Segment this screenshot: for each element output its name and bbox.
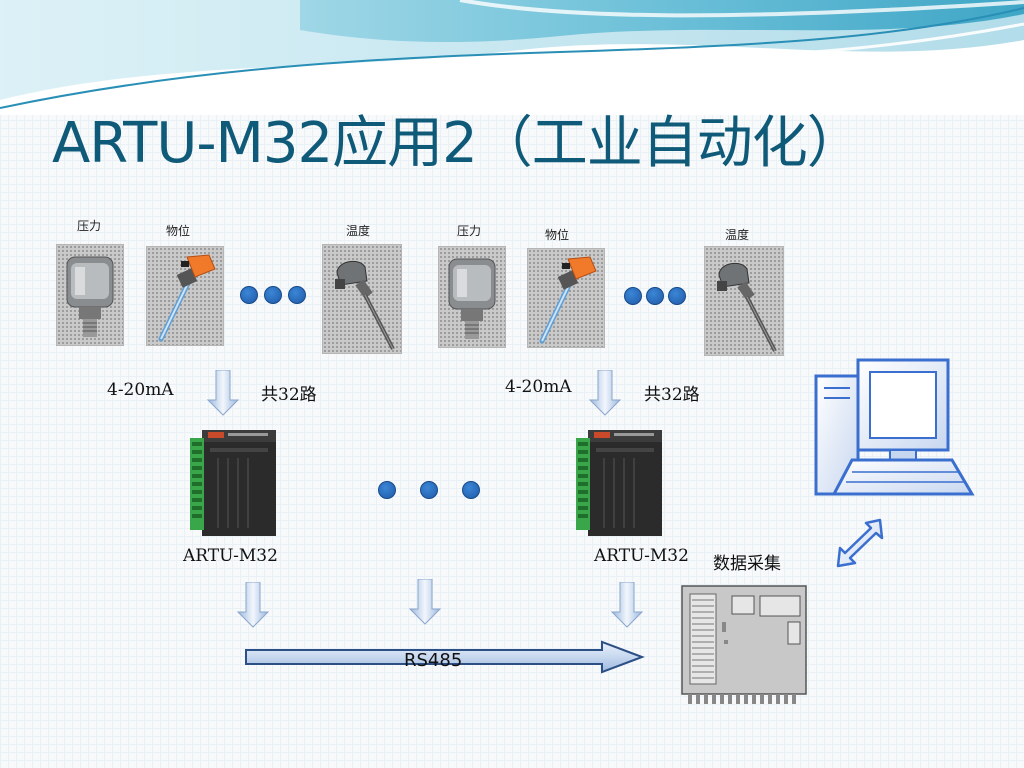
right-level-label: 物位 <box>545 228 570 242</box>
right-signal-label: 4-20mA <box>505 377 572 397</box>
right-signal-down-arrow <box>588 370 622 416</box>
ellipsis-dot <box>624 287 642 305</box>
left-level-sensor-icon <box>146 246 224 346</box>
ellipsis-dot <box>462 481 480 499</box>
right-level-sensor-icon <box>527 248 605 348</box>
right-sensor-ellipsis <box>624 287 686 305</box>
header-wave-decoration <box>0 0 1024 115</box>
ellipsis-dot <box>646 287 664 305</box>
right-channels-label: 共32路 <box>644 385 700 405</box>
ellipsis-dot <box>420 481 438 499</box>
middle-bus-down-arrow <box>408 579 442 625</box>
right-device-label: ARTU-M32 <box>594 546 689 566</box>
computer-icon <box>814 358 975 496</box>
ellipsis-dot <box>288 286 306 304</box>
page-title: ARTU-M32应用2（工业自动化） <box>52 111 863 176</box>
ellipsis-dot <box>264 286 282 304</box>
left-signal-down-arrow <box>206 370 240 416</box>
left-pressure-sensor-icon <box>56 244 124 346</box>
left-bus-down-arrow <box>236 582 270 628</box>
left-channels-label: 共32路 <box>261 385 317 405</box>
right-temperature-label: 温度 <box>725 228 750 242</box>
left-pressure-label: 压力 <box>77 219 102 233</box>
right-temperature-sensor-icon <box>704 246 784 356</box>
left-level-label: 物位 <box>166 224 191 238</box>
ellipsis-dot <box>668 287 686 305</box>
left-temperature-label: 温度 <box>346 224 371 238</box>
bidirectional-arrow-icon <box>836 518 884 568</box>
left-signal-label: 4-20mA <box>107 380 174 400</box>
rs485-bus-arrow <box>245 640 645 674</box>
data-acquisition-label: 数据采集 <box>713 554 781 574</box>
right-artu-m32-module-icon <box>576 430 662 536</box>
left-temperature-sensor-icon <box>322 244 402 354</box>
right-pressure-label: 压力 <box>457 224 482 238</box>
left-device-label: ARTU-M32 <box>183 546 278 566</box>
device-ellipsis <box>378 481 480 499</box>
rs485-label: RS485 <box>404 650 463 671</box>
data-acquisition-board-icon <box>681 585 807 704</box>
ellipsis-dot <box>240 286 258 304</box>
left-artu-m32-module-icon <box>190 430 276 536</box>
right-pressure-sensor-icon <box>438 246 506 348</box>
left-sensor-ellipsis <box>240 286 306 304</box>
right-bus-down-arrow <box>610 582 644 628</box>
ellipsis-dot <box>378 481 396 499</box>
